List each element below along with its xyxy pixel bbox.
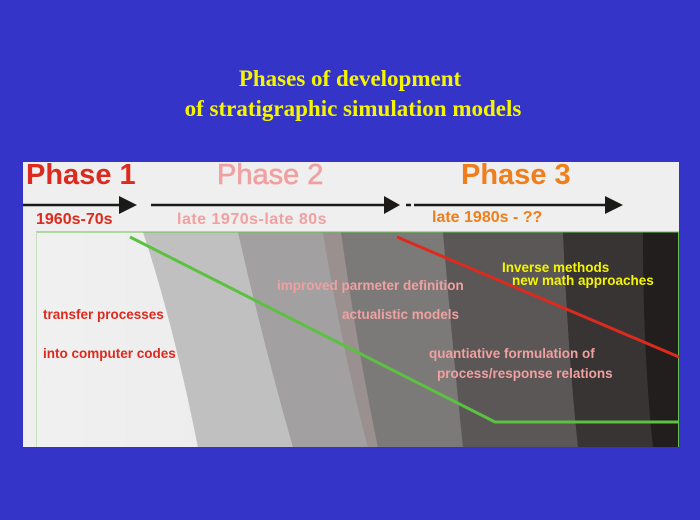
phase-1-period: 1960s-70s (36, 211, 113, 228)
phase2-arrow-head (384, 196, 400, 214)
band-7 (563, 232, 653, 447)
phase1-arrow-head (119, 196, 137, 214)
phase-2-heading: Phase 2 (217, 159, 324, 192)
title-line-1: Phases of development (238, 66, 462, 91)
band-1 (36, 232, 198, 447)
diagram-panel: Phase 1 Phase 2 Phase 3 1960s-70s late 1… (23, 159, 679, 447)
phase-1-label-2: into computer codes (43, 346, 176, 361)
phase-1-heading: Phase 1 (26, 159, 136, 191)
phase-3-label-2: new math approaches (512, 273, 654, 288)
phase3-arrow-head (605, 196, 623, 214)
band-8 (643, 232, 679, 447)
band-4 (323, 232, 378, 447)
band-6 (443, 232, 578, 447)
phase-2-label-3: quantiative formulation of (429, 346, 595, 361)
red-trend-line (396, 235, 679, 359)
phase-3-label-1: Inverse methods (502, 260, 610, 275)
title-line-2: of stratigraphic simulation models (184, 96, 522, 121)
band-2 (143, 232, 293, 447)
phase-2-label-1: improved parmeter definition (277, 278, 464, 293)
phase-1-label-1: transfer processes (43, 307, 164, 322)
phase-3-heading: Phase 3 (461, 159, 571, 191)
band-5 (341, 232, 463, 447)
green-trend-line (129, 235, 679, 424)
phase-2-label-4: process/response relations (437, 366, 613, 381)
phase-3-period: late 1980s - ?? (432, 209, 543, 226)
phase-2-label-2: actualistic models (342, 307, 460, 322)
phase-2-period: late 1970s-late 80s (177, 211, 328, 228)
slide-title: Phases of development of stratigraphic s… (0, 64, 700, 124)
diagram-graphics (23, 196, 679, 447)
band-3 (238, 232, 368, 447)
